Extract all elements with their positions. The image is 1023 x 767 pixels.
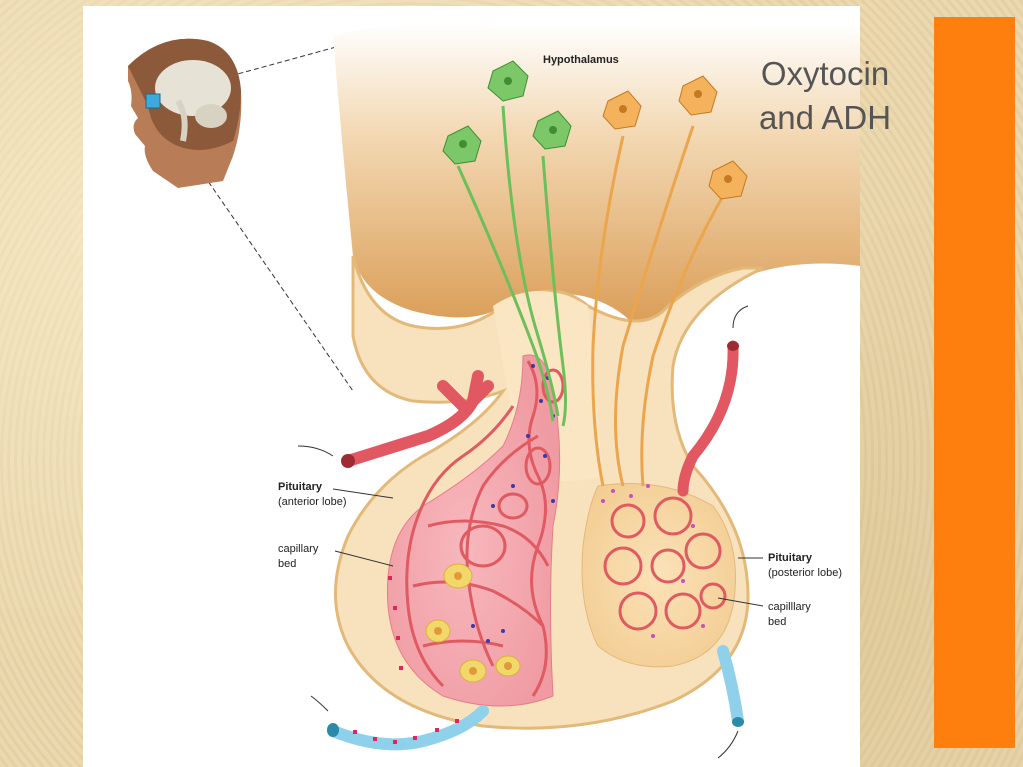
green-neurons [442,60,572,165]
hypothalamus-tissue [333,22,860,337]
capillary-bed-left-2: bed [278,558,296,570]
posterior-lobe-title: Pituitary [768,552,813,564]
superior-hypophyseal-artery [342,370,494,467]
posterior-hormone-dots [601,484,705,638]
anterior-lobe-title: Pituitary [278,481,323,493]
posterior-lobe [581,483,736,668]
posterior-vein [717,645,744,727]
endocrine-cells [425,563,521,683]
leader-lines [332,488,764,607]
hypothalamus-label: Hypothalamus [543,54,619,66]
orange-neurons [602,75,748,200]
capillary-bed-left-1: capillary [278,543,319,555]
green-axons [456,105,567,427]
anterior-lobe [386,354,561,707]
slide-title-line2: and ADH [758,99,892,136]
capillary-bed-right-2: bed [768,616,786,628]
accent-bar [934,17,1015,748]
orange-axons [591,125,725,487]
head-illustration [128,38,242,189]
flow-arrows [297,305,749,759]
capillary-bed-right-1: capilllary [768,601,811,613]
posterior-capillary-network [603,496,727,631]
releasing-hormone-dots [471,364,555,643]
hormone-dots-anterior [353,576,459,744]
brain-location-icon [145,93,161,109]
slide-title-line1: Oxytocin [760,55,890,92]
anterior-capillary-network [405,360,565,697]
anterior-vein [327,705,489,751]
posterior-lobe-sub: (posterior lobe) [768,567,842,579]
slide-title: Oxytocin and ADH [735,52,915,140]
pituitary-diagram: Hypothalamus Pituitary (anterior lobe) c… [128,22,860,759]
posterior-artery [677,340,739,497]
pituitary-figure: Hypothalamus Pituitary (anterior lobe) c… [83,6,860,767]
anterior-lobe-sub: (anterior lobe) [278,496,346,508]
